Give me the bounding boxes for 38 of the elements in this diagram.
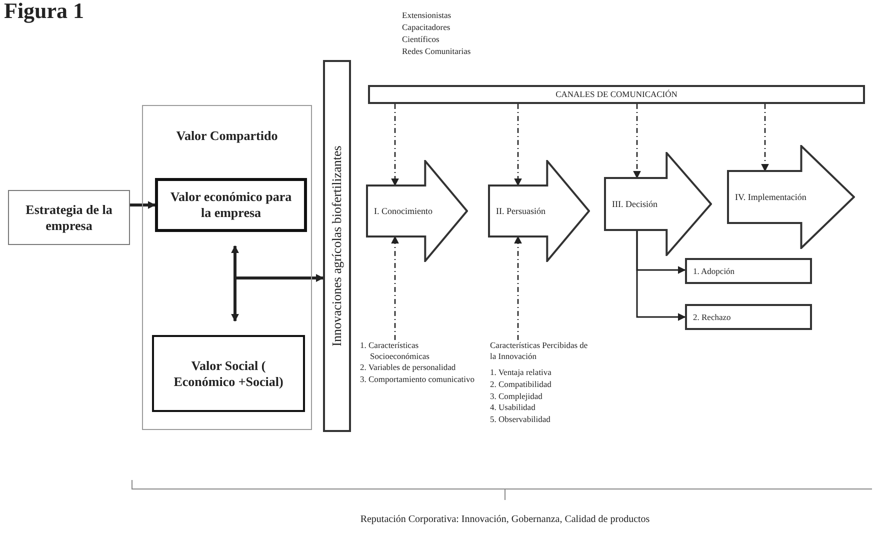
list-item: 4. Usabilidad (490, 402, 536, 413)
group-box (142, 105, 312, 430)
source-label: Científicos (402, 34, 440, 44)
list-item: 1. Características Socioeconómicas (360, 340, 430, 362)
list-item: 3. Comportamiento comunicativo (360, 374, 476, 384)
process-box: 2. Rechazo (685, 304, 812, 330)
figure-title: Figura 1 (4, 0, 84, 22)
arrow (514, 104, 522, 186)
list-item: 2. Compatibilidad (490, 378, 552, 390)
process-box: CANALES DE COMUNICACIÓN (368, 85, 865, 104)
source-label: Extensionistas (402, 10, 452, 20)
vertical-bar (323, 60, 351, 432)
arrow (391, 104, 399, 186)
group-heading: Valor Compartido (175, 128, 279, 144)
stage-block: I. Conocimiento (366, 160, 468, 262)
arrow (761, 104, 769, 172)
list-item: Características Percibidas de la Innovación (490, 340, 589, 362)
process-box: Estrategia de la empresa (8, 190, 130, 245)
source-label: Capacitadores (402, 22, 450, 32)
source-label: Redes Comunitarias (402, 46, 471, 56)
process-box: Valor económico para la empresa (155, 178, 307, 232)
footer-note: Reputación Corporativa: Innovación, Gobernanza, Calidad de productos (360, 514, 650, 525)
stage-block: III. Decisión (604, 152, 712, 256)
list-item: 1. Ventaja relativa (490, 367, 552, 378)
vertical-label: Innovaciones agrícolas biofertilizantes (329, 146, 345, 346)
stage-block: II. Persuasión (488, 160, 590, 262)
list-item: 2. Variables de personalidad (360, 362, 457, 373)
arrow (231, 245, 239, 322)
stage-block: IV. Implementación (727, 145, 855, 249)
arrow (636, 230, 686, 321)
process-box: 1. Adopción (685, 258, 812, 284)
list-item: 3. Complejidad (490, 390, 544, 402)
arrow (391, 236, 399, 340)
list-item: 5. Observabilidad (490, 414, 552, 424)
arrow (514, 236, 522, 340)
process-box: Valor Social ( Económico +Social) (152, 335, 305, 412)
arrow (130, 201, 156, 209)
arrow (633, 104, 641, 179)
